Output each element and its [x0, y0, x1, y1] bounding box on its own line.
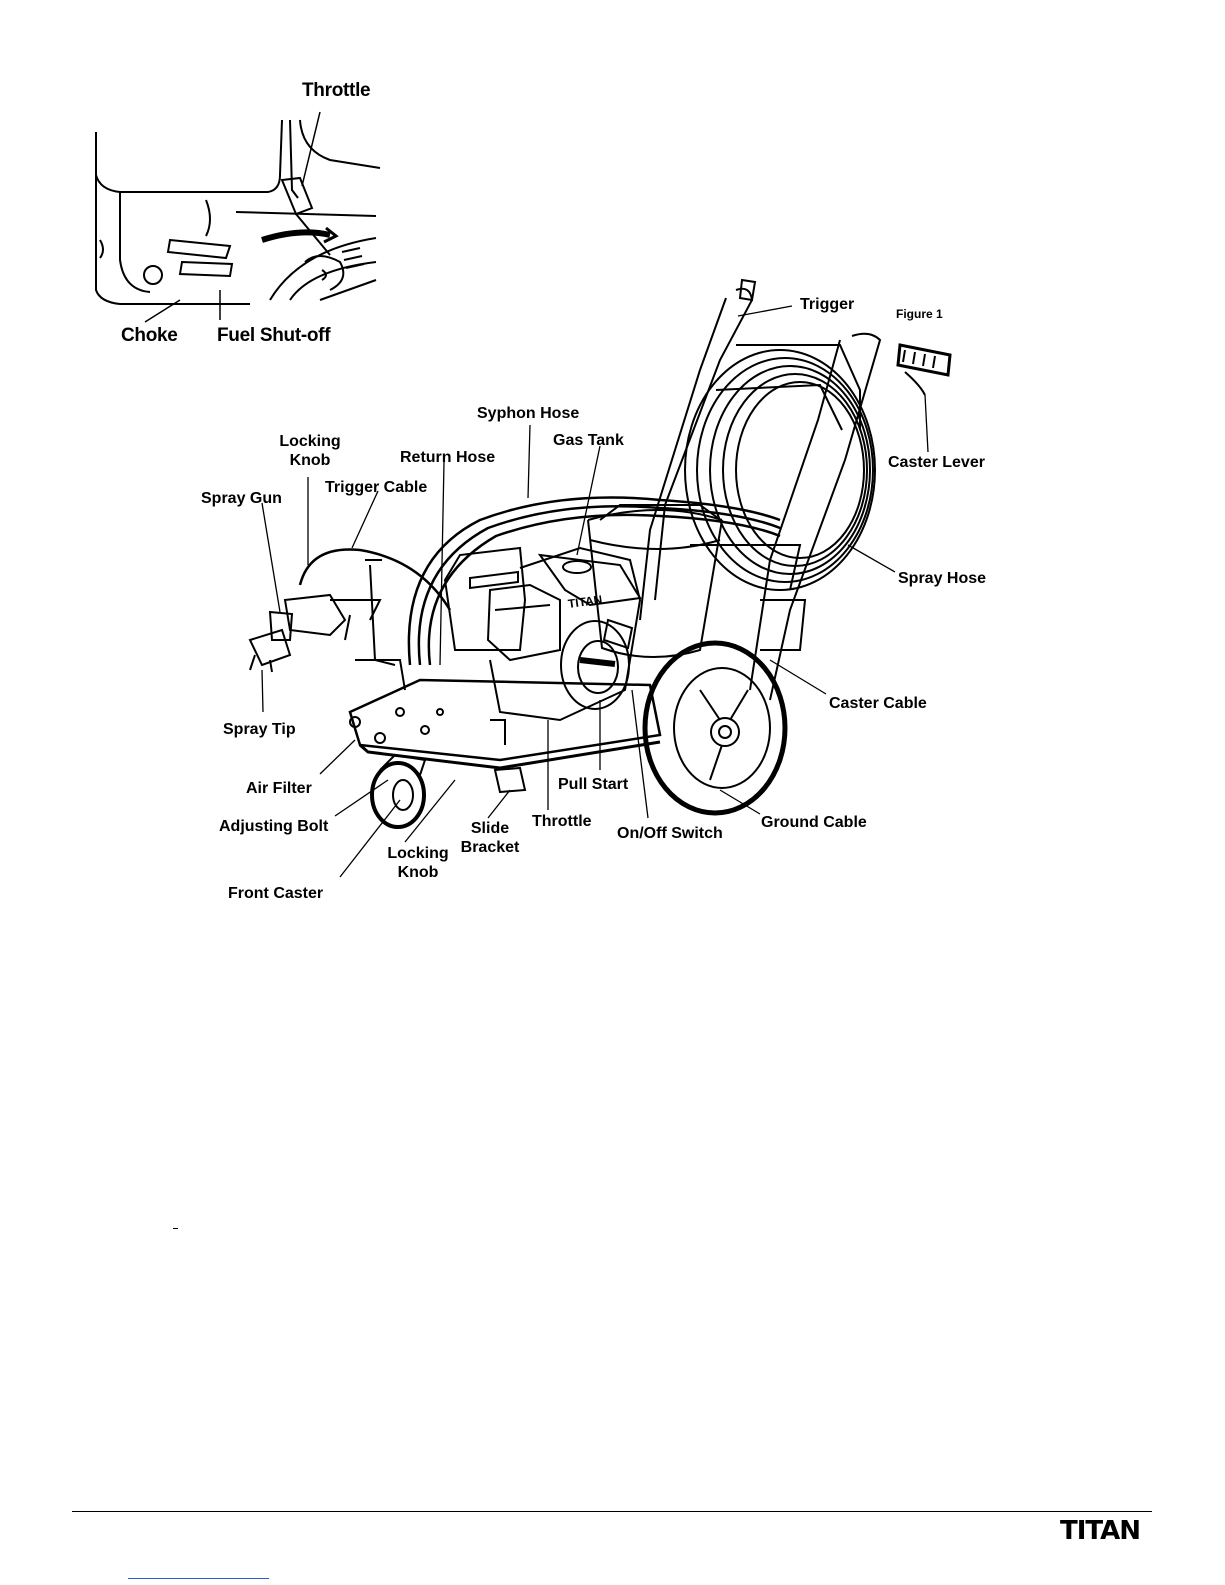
label-slide-bracket: Slide Bracket: [455, 819, 525, 857]
label-spray-hose: Spray Hose: [898, 569, 986, 588]
label-onoff-switch: On/Off Switch: [617, 824, 723, 843]
label-choke: Choke: [121, 326, 178, 345]
label-return-hose: Return Hose: [400, 448, 495, 467]
label-syphon-hose: Syphon Hose: [477, 404, 579, 423]
titan-logo: TITAN: [1060, 1516, 1140, 1546]
label-adjusting-bolt: Adjusting Bolt: [219, 817, 328, 836]
label-caster-lever: Caster Lever: [888, 453, 985, 472]
label-locking-knob-top: Locking Knob: [270, 432, 350, 470]
label-front-caster: Front Caster: [228, 884, 323, 903]
footer-link-underline: [128, 1578, 269, 1579]
label-ground-cable: Ground Cable: [761, 813, 867, 832]
label-gas-tank: Gas Tank: [553, 431, 624, 450]
label-throttle-inset: Throttle: [302, 81, 370, 100]
stray-mark: [173, 1228, 178, 1229]
label-trigger: Trigger: [800, 295, 854, 314]
label-air-filter: Air Filter: [246, 779, 312, 798]
figure-caption: Figure 1: [896, 305, 943, 324]
footer-rule: [72, 1511, 1152, 1512]
label-throttle: Throttle: [532, 812, 592, 831]
label-fuel-shutoff: Fuel Shut-off: [217, 326, 330, 345]
label-pull-start: Pull Start: [558, 775, 628, 794]
label-trigger-cable: Trigger Cable: [325, 478, 427, 497]
label-spray-tip: Spray Tip: [223, 720, 296, 739]
engine-inset-drawing: [96, 120, 380, 304]
label-locking-knob-bottom: Locking Knob: [378, 844, 458, 882]
label-caster-cable: Caster Cable: [829, 694, 927, 713]
label-spray-gun: Spray Gun: [201, 489, 282, 508]
